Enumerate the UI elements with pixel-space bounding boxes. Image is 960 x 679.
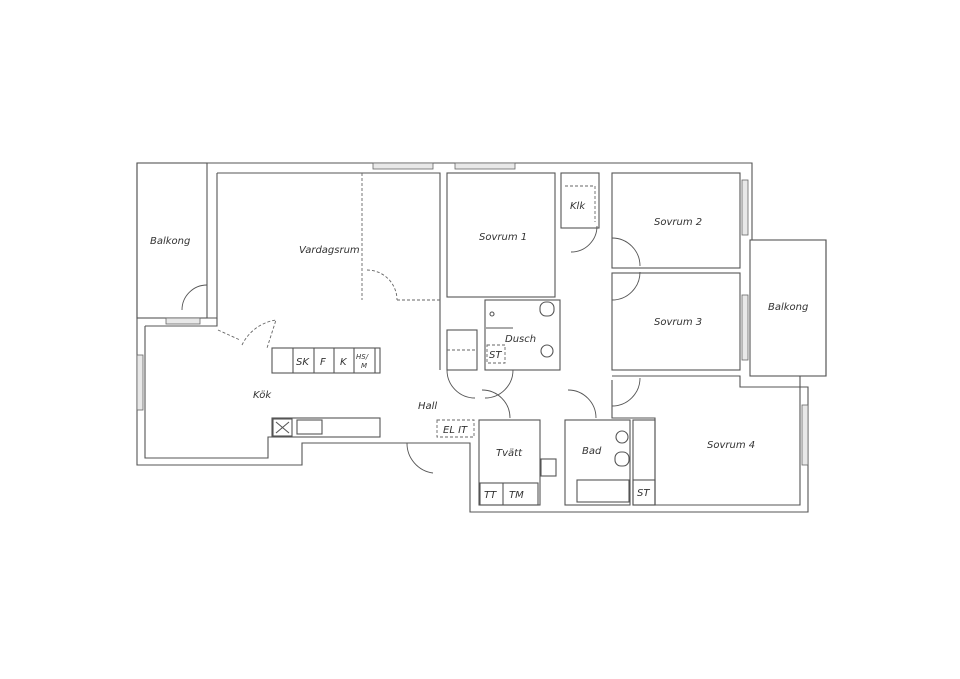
room-label-sovrum2: Sovrum 2 [654, 217, 702, 228]
doors [181, 225, 641, 474]
label-tm: TM [509, 490, 524, 501]
door-swing[interactable] [570, 225, 598, 253]
kitchen-counter [271, 417, 381, 438]
sink-icon [615, 430, 629, 444]
klk-outline [560, 172, 600, 229]
window [741, 294, 749, 361]
room-label-vardagsrum: Vardagsrum [299, 245, 360, 256]
door-swing[interactable] [611, 237, 641, 267]
sovrum3-outline [611, 272, 741, 371]
window [801, 404, 809, 466]
room-label-bad: Bad [582, 446, 602, 457]
bathtub-icon [576, 479, 630, 503]
window [372, 162, 434, 170]
door-swing[interactable] [446, 369, 476, 399]
label-k: K [340, 357, 348, 368]
fixtures: EL IT ST TT TM ST [436, 301, 656, 506]
sovrum1-outline [446, 172, 556, 298]
room-label-hall: Hall [418, 401, 437, 412]
room-label-dusch: Dusch [505, 334, 536, 345]
label-m: M [361, 362, 367, 370]
balcony-right-outline [749, 239, 827, 377]
label-hs: HS/ [356, 353, 369, 361]
sink-icon [296, 419, 323, 435]
sovrum4-outline [611, 375, 801, 506]
door-swing[interactable] [611, 271, 641, 301]
sink-icon [540, 344, 554, 358]
sovrum2-outline [611, 172, 741, 269]
room-label-kok: Kök [253, 390, 272, 401]
window [165, 317, 201, 325]
room-label-balkong-right: Balkong [768, 302, 808, 313]
laundry-sink-icon [540, 458, 557, 477]
door-swing[interactable] [567, 389, 597, 419]
label-sk: SK [296, 357, 310, 368]
window [741, 179, 749, 236]
entrance-door-swing[interactable] [406, 442, 434, 474]
room-labels: Balkong Vardagsrum Kök Hall Sovrum 1 Klk… [150, 201, 808, 459]
room-label-sovrum3: Sovrum 3 [654, 317, 702, 328]
stove-icon [272, 418, 293, 437]
window [136, 354, 144, 411]
door-swing[interactable] [181, 284, 208, 311]
door-swing[interactable] [484, 369, 514, 399]
room-label-sovrum4: Sovrum 4 [707, 440, 755, 451]
toilet-icon [614, 451, 630, 467]
bad-outline [564, 419, 631, 506]
room-label-klk: Klk [570, 201, 586, 212]
toilet-icon [539, 301, 555, 317]
label-st-bad: ST [637, 488, 650, 499]
room-label-sovrum1: Sovrum 1 [479, 232, 527, 243]
shower-icon [489, 311, 495, 317]
dusch-outline [484, 299, 561, 371]
label-f: F [320, 357, 326, 368]
walls [136, 162, 827, 513]
label-el-it: EL IT [443, 425, 468, 436]
door-swing[interactable] [481, 389, 511, 419]
room-label-balkong-left: Balkong [150, 236, 190, 247]
room-label-tvatt: Tvätt [496, 448, 523, 459]
windows [136, 162, 809, 466]
door-swing[interactable] [611, 377, 641, 407]
kitchen-island: SK F K HS/ M [271, 347, 381, 374]
label-st-dusch: ST [489, 350, 502, 361]
label-tt: TT [484, 490, 497, 501]
window [454, 162, 516, 170]
